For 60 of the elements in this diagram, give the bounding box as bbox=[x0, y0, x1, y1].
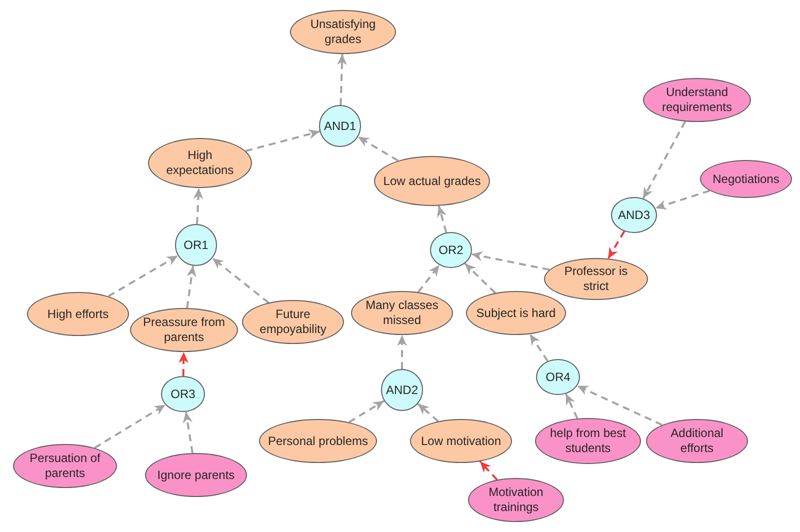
arrow bbox=[182, 412, 194, 454]
solution-ellipse bbox=[700, 160, 792, 198]
node-label: Unsatisfying grades bbox=[309, 17, 377, 47]
problem-ellipse bbox=[27, 292, 129, 336]
node-label: Ignore parents bbox=[157, 468, 235, 482]
node-label: High expectations bbox=[165, 148, 235, 178]
arrow bbox=[193, 188, 204, 224]
arrow bbox=[576, 384, 663, 426]
arrow bbox=[417, 264, 440, 293]
logic-gate-circle bbox=[161, 376, 205, 412]
arrow bbox=[565, 393, 578, 419]
node-label: OR4 bbox=[546, 370, 570, 384]
arrow bbox=[186, 266, 196, 308]
logic-gate-circle bbox=[536, 359, 580, 395]
node-label: Additional efforts bbox=[670, 426, 724, 456]
arrow bbox=[108, 254, 178, 298]
node-label: Low motivation bbox=[420, 434, 502, 448]
node-label: Persuation of parents bbox=[28, 451, 102, 481]
node-label: Motivation trainings bbox=[488, 485, 544, 515]
node-label: Many classes missed bbox=[364, 298, 440, 328]
logic-gate-circle bbox=[175, 224, 217, 266]
arrow bbox=[397, 335, 407, 369]
arrow bbox=[464, 262, 496, 294]
arrow bbox=[529, 334, 548, 362]
node-label: OR1 bbox=[184, 238, 208, 252]
arrow bbox=[417, 402, 439, 422]
logic-gate-circle bbox=[611, 197, 657, 233]
node-label: Future empoyability bbox=[258, 307, 328, 337]
arrow bbox=[642, 121, 686, 199]
node-label: Low actual grades bbox=[383, 174, 481, 188]
node-label: Negotiations bbox=[712, 172, 780, 186]
arrow bbox=[245, 129, 320, 152]
node-label: AND1 bbox=[324, 118, 356, 134]
node-label: AND3 bbox=[618, 208, 650, 222]
arrow bbox=[607, 230, 626, 260]
node-label: OR3 bbox=[170, 386, 196, 402]
problem-ellipse bbox=[130, 308, 238, 352]
problem-ellipse bbox=[544, 258, 648, 300]
arrow bbox=[94, 404, 166, 449]
node-label: Understand requirements bbox=[660, 85, 734, 115]
node-label: Subject is hard bbox=[476, 306, 556, 320]
arrow bbox=[655, 190, 710, 210]
logic-gate-circle bbox=[319, 105, 361, 147]
node-label: Professor is strict bbox=[563, 264, 629, 294]
node-label: OR2 bbox=[438, 242, 464, 258]
arrow bbox=[212, 257, 270, 304]
logic-gate-circle bbox=[381, 369, 423, 411]
arrow bbox=[479, 460, 498, 480]
node-label: help from best students bbox=[548, 426, 628, 456]
arrow bbox=[471, 251, 550, 271]
node-label: AND2 bbox=[386, 382, 418, 398]
arrow bbox=[348, 400, 385, 424]
node-label: High efforts bbox=[47, 306, 109, 322]
node-label: Personal problems bbox=[268, 434, 368, 448]
arrow bbox=[337, 54, 347, 106]
arrow bbox=[178, 352, 188, 376]
logic-gate-circle bbox=[430, 232, 472, 268]
arrow bbox=[436, 206, 448, 233]
arrow bbox=[357, 136, 399, 162]
node-label: Preassure from parents bbox=[142, 315, 226, 345]
